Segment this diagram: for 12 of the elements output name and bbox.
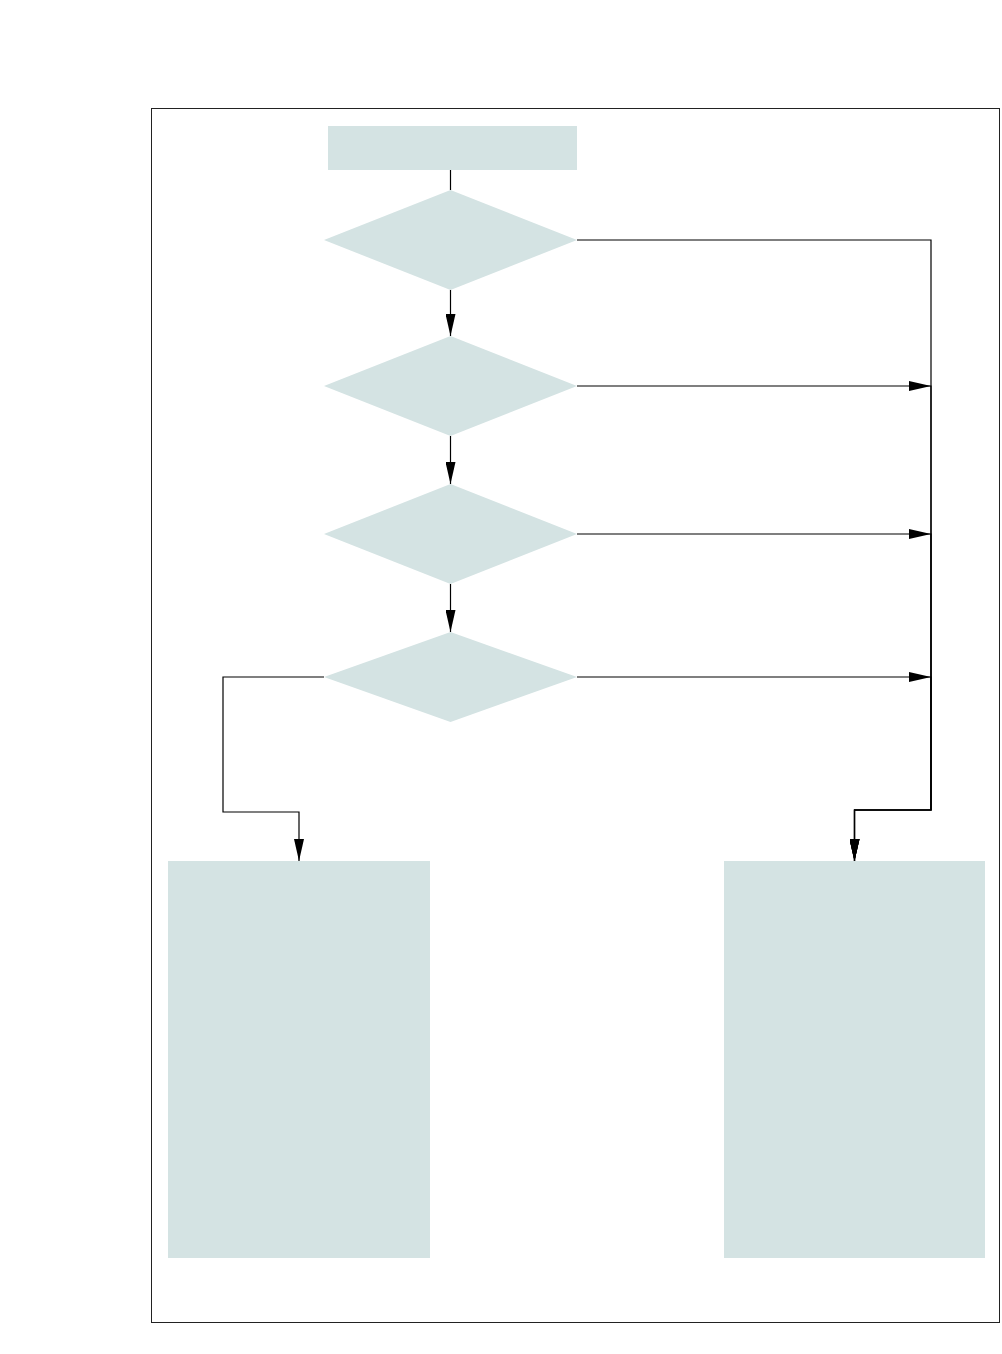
decision-diamond [324, 484, 577, 584]
arrow [445, 435, 456, 485]
process-box [168, 861, 430, 1258]
decision-diamond [324, 190, 577, 290]
arrow [576, 672, 932, 862]
arrow [445, 583, 456, 633]
decision-diamond [324, 336, 577, 436]
arrow [222, 676, 325, 862]
decision-diamond [324, 632, 577, 722]
process-box [724, 861, 985, 1258]
process-box [328, 126, 577, 170]
arrow [445, 289, 456, 337]
